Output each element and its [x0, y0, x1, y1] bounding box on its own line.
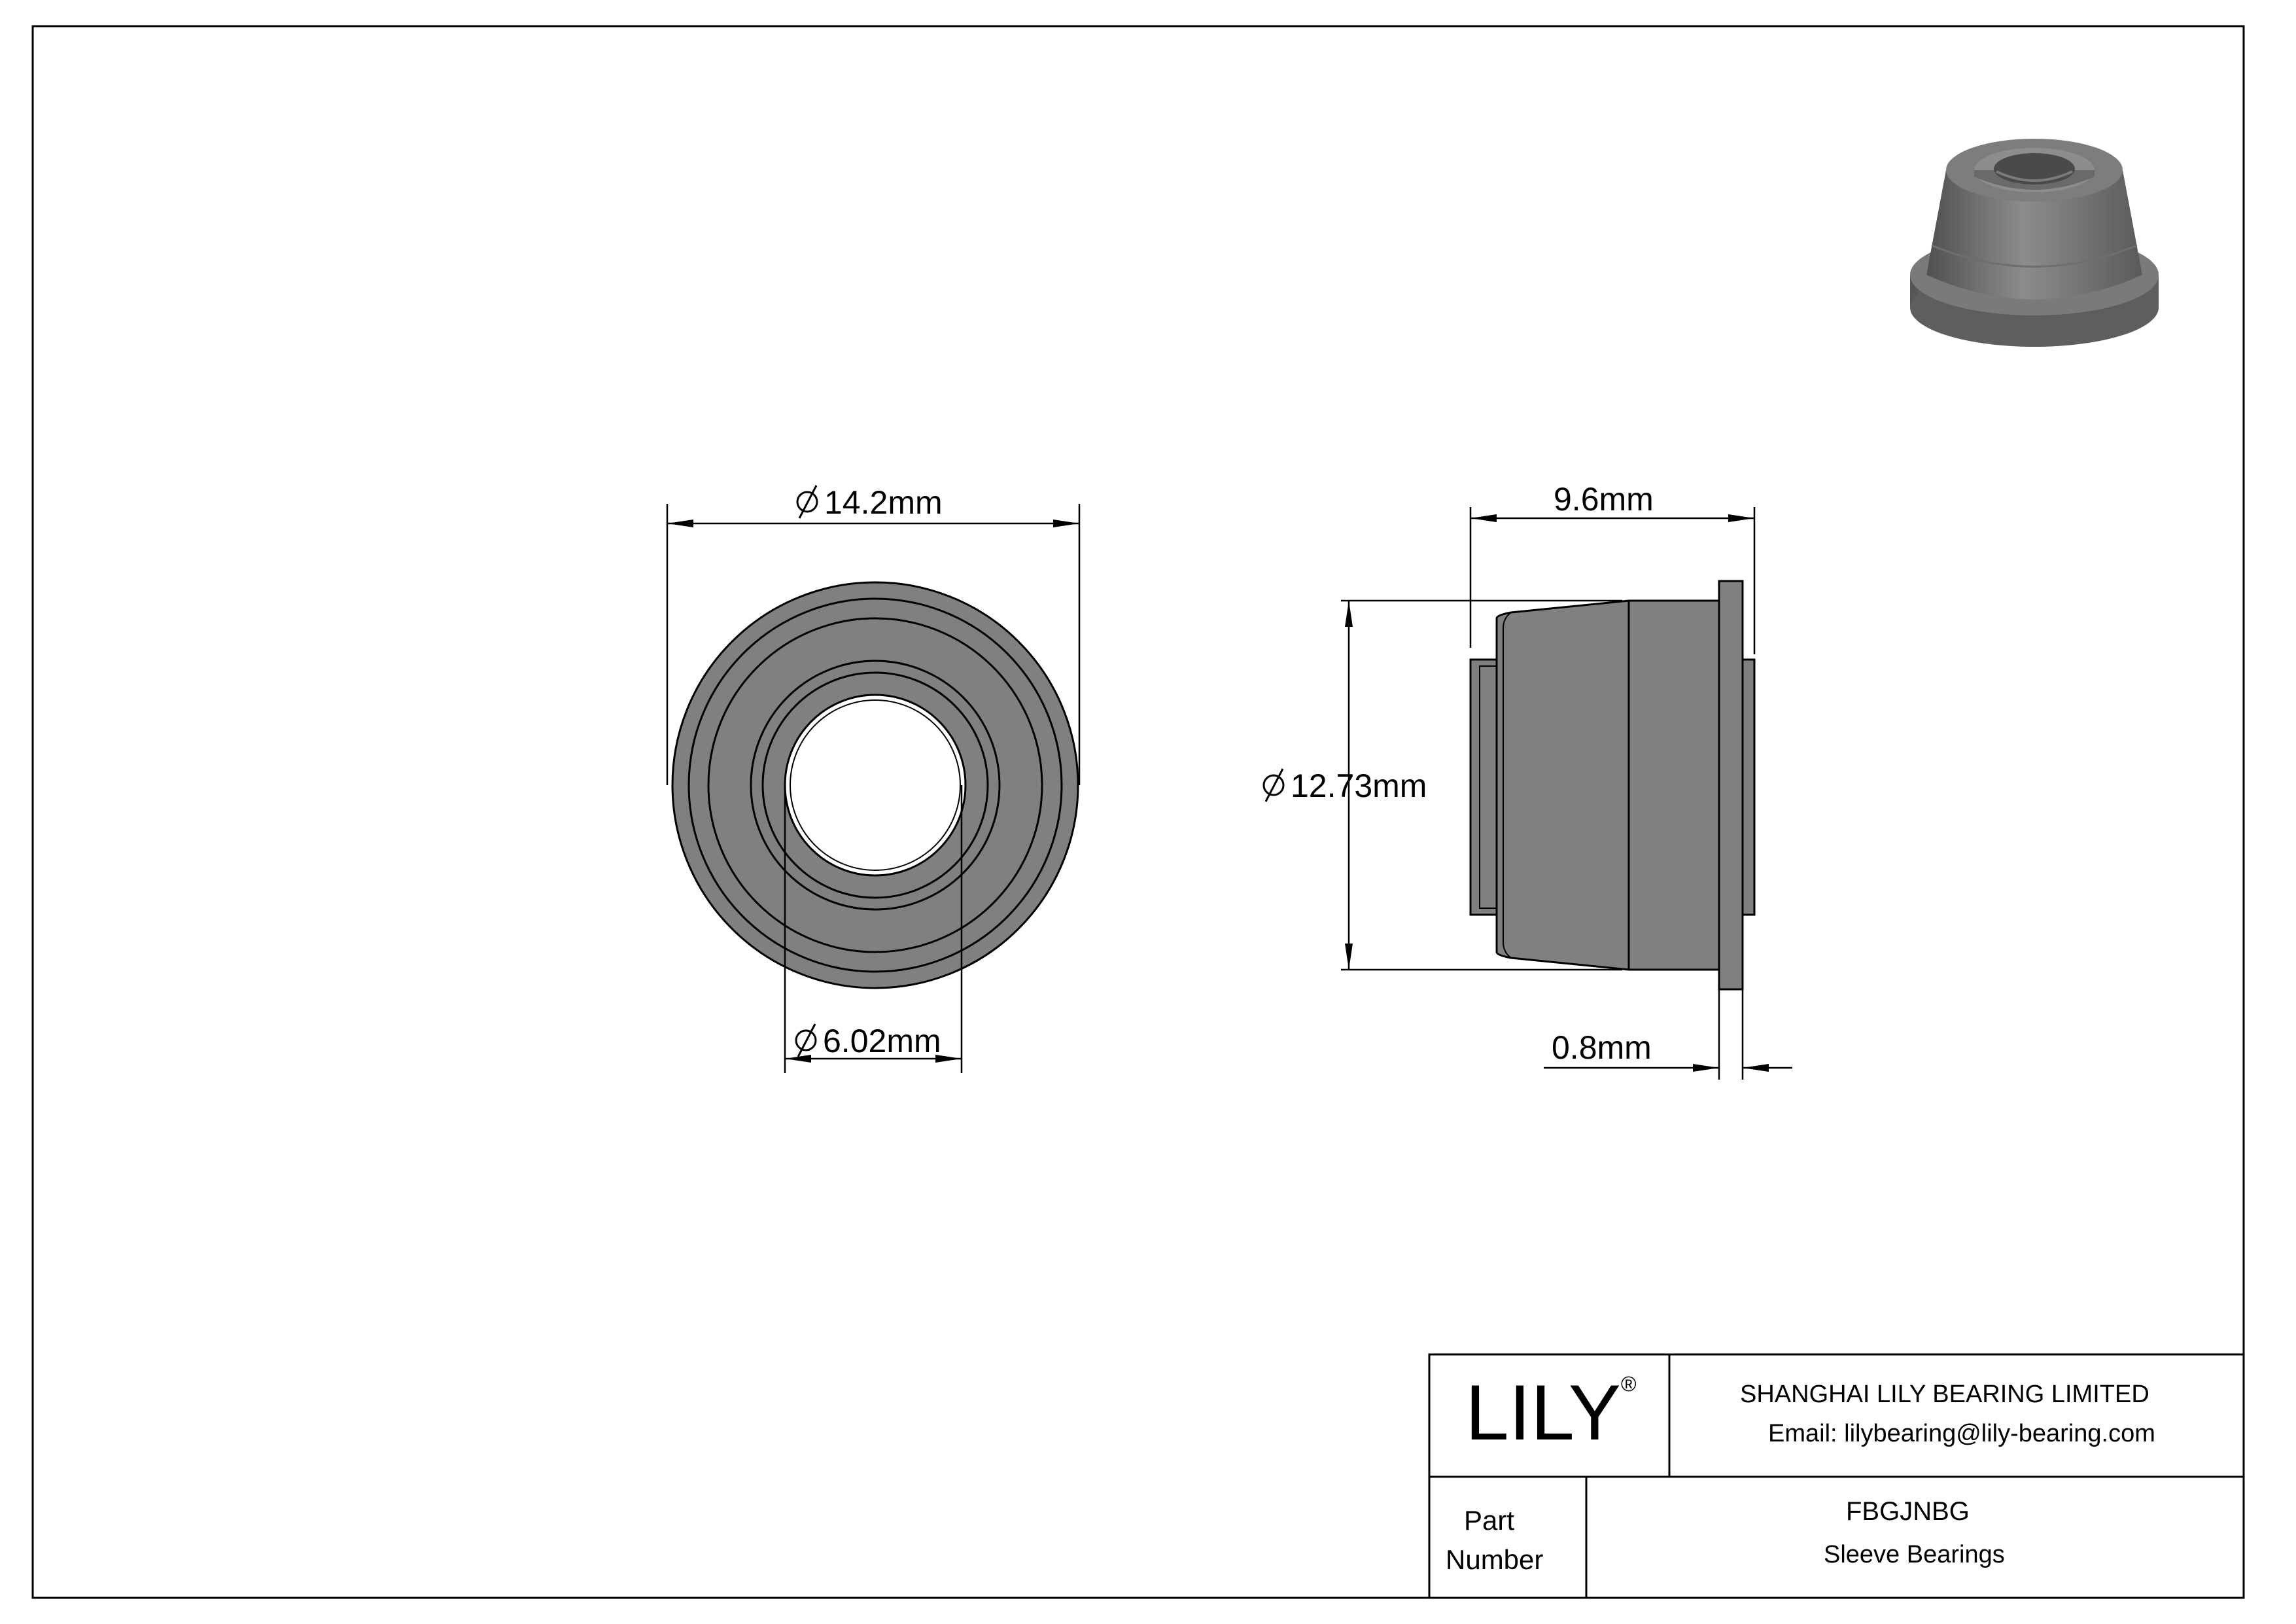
- dim-outer-diameter-label: 14.2mm: [796, 484, 943, 521]
- bore-edge-circle: [790, 699, 961, 871]
- company-name: SHANGHAI LILY BEARING LIMITED: [1740, 1381, 2149, 1408]
- part-number: FBGJNBG: [1846, 1497, 1970, 1526]
- dim-outer-diameter: [666, 504, 1081, 785]
- render-body: [1926, 170, 2142, 300]
- front-view: [671, 581, 1079, 989]
- dim-flange-thickness: [1544, 989, 1792, 1080]
- company-logo: LILY: [1465, 1369, 1621, 1456]
- dim-bore-diameter: [784, 785, 963, 1073]
- diameter-symbol-icon: [795, 1029, 817, 1051]
- body-chamfer-line: [1503, 612, 1512, 959]
- bore-diameter-text: 6.02mm: [823, 1023, 941, 1059]
- dim-body-diameter: [1341, 599, 1622, 971]
- part-label: Part: [1464, 1505, 1514, 1536]
- dim-body-diameter-label: 12.73mm: [1262, 768, 1427, 804]
- side-view: [1469, 580, 1756, 991]
- company-email: Email: lilybearing@lily-bearing.com: [1768, 1420, 2155, 1447]
- outer-diameter-text: 14.2mm: [824, 484, 943, 521]
- diameter-symbol-icon: [1262, 774, 1285, 796]
- liner-left: [1469, 658, 1498, 916]
- bearing-3d-render: [1910, 139, 2159, 347]
- diameter-symbol-icon: [796, 491, 818, 513]
- tapered-body: [1495, 599, 1735, 971]
- sheet-border: [31, 25, 2245, 1599]
- flange-thickness-text: 0.8mm: [1552, 1029, 1652, 1066]
- registered-mark: ®: [1621, 1372, 1637, 1396]
- liner-right: [1741, 658, 1756, 916]
- part-category: Sleeve Bearings: [1824, 1541, 2005, 1568]
- body-diameter-text: 12.73mm: [1291, 768, 1427, 804]
- number-label: Number: [1446, 1544, 1543, 1575]
- render-bore-highlight: [1996, 170, 2073, 182]
- render-body-band: [1931, 244, 2138, 268]
- title-block: [1428, 1353, 2245, 1599]
- flange: [1718, 580, 1744, 991]
- length-text: 9.6mm: [1554, 481, 1654, 518]
- dim-length: [1469, 507, 1756, 654]
- dim-bore-diameter-label: 6.02mm: [795, 1023, 941, 1059]
